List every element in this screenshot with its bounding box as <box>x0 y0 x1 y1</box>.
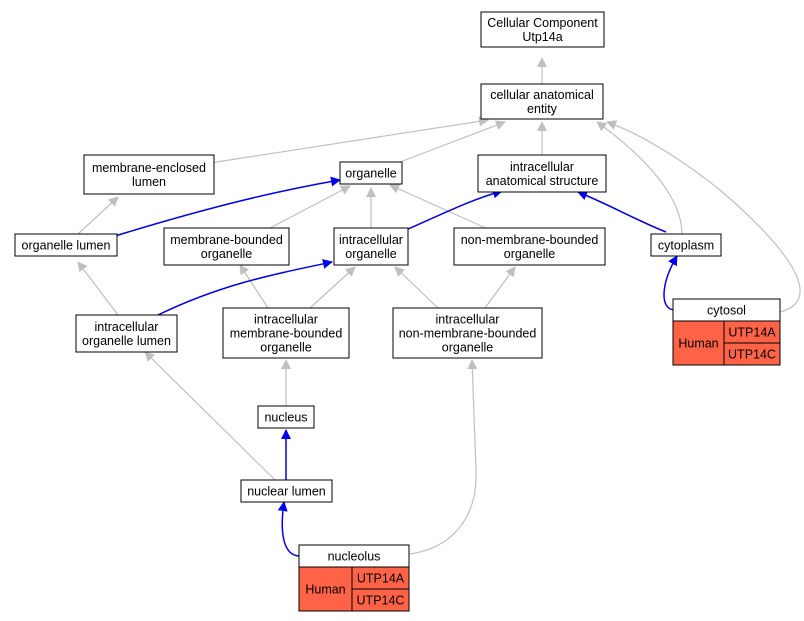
node-mel-label-0: membrane-enclosed <box>92 161 206 175</box>
edge-iol-io <box>157 258 333 316</box>
node-imbo-box <box>222 307 350 359</box>
node-nucleolus[interactable]: nucleolus <box>298 544 410 568</box>
annotation-nucleolus: Human UTP14A UTP14C <box>298 566 410 612</box>
edge-mel-cae <box>209 116 489 164</box>
node-ol-box <box>14 233 118 257</box>
gene-label-utp14c[interactable]: UTP14C <box>728 348 776 362</box>
node-iol-label-1: organelle lumen <box>82 334 171 348</box>
node-org-box <box>339 161 403 185</box>
edge-ol-org <box>114 176 341 237</box>
node-nmbo-label-0: non-membrane-bounded <box>461 233 599 247</box>
node-inmbo-label-0: intracellular <box>436 313 500 327</box>
edge-inmbo-nmbo <box>484 266 516 309</box>
annotation-cytosol: Human UTP14A UTP14C <box>672 320 781 366</box>
species-cell <box>672 320 725 366</box>
edge-nucleolus-inmbo <box>409 359 478 555</box>
node-cae-box <box>480 83 604 120</box>
node-mel-label-1: lumen <box>132 175 166 189</box>
node-inmbo-label-2: organelle <box>442 341 493 355</box>
gene-cell <box>351 588 410 612</box>
gene-label-utp14a[interactable]: UTP14A <box>728 326 776 340</box>
node-cyto-label-0: cytoplasm <box>658 239 714 253</box>
node-nucleus[interactable]: nucleus <box>257 405 315 429</box>
edge-mbo-org <box>269 185 351 229</box>
edge-iol-ol <box>77 261 119 316</box>
species-label: Human <box>678 337 718 351</box>
node-cyto-box <box>650 233 722 257</box>
node-ias-box <box>477 154 607 193</box>
edge-cytosol-cae <box>606 120 801 313</box>
node-org[interactable]: organelle <box>339 161 403 185</box>
node-ol[interactable]: organelle lumen <box>14 233 118 257</box>
node-root-label-0: Cellular Component <box>487 16 598 30</box>
edge-org-cae <box>399 120 506 163</box>
node-nl-box <box>240 479 333 503</box>
gene-label-utp14a[interactable]: UTP14A <box>357 572 405 586</box>
edge-cyto-cae <box>596 121 683 235</box>
node-imbo-label-2: organelle <box>260 341 311 355</box>
node-nmbo-label-1: organelle <box>504 247 555 261</box>
node-root-box <box>480 11 605 48</box>
node-mbo-label-1: organelle <box>201 247 252 261</box>
node-cytosol-label-0: cytosol <box>707 304 746 318</box>
node-cae-label-1: entity <box>527 102 558 116</box>
node-cyto[interactable]: cytoplasm <box>650 233 722 257</box>
node-cae-label-0: cellular anatomical <box>490 88 594 102</box>
node-inmbo-label-1: non-membrane-bounded <box>399 327 537 341</box>
node-iol-box <box>75 314 178 353</box>
node-iol-label-0: intracellular <box>95 320 159 334</box>
node-io-box <box>333 227 409 266</box>
node-ol-label-0: organelle lumen <box>22 239 111 253</box>
gene-label-utp14c[interactable]: UTP14C <box>357 594 405 608</box>
edge-imbo-mbo <box>239 264 269 309</box>
node-nmbo-box <box>453 227 606 266</box>
node-nucleolus-label-0: nucleolus <box>328 550 381 564</box>
node-mbo-box <box>163 227 290 266</box>
node-nl[interactable]: nuclear lumen <box>240 479 333 503</box>
edge-nucleolus-nl <box>277 501 301 557</box>
node-cytosol[interactable]: cytosol <box>672 298 781 322</box>
edge-cyto-ias <box>577 190 667 233</box>
node-nucleus-label-0: nucleus <box>264 411 307 425</box>
node-org-label-0: organelle <box>345 167 396 181</box>
node-inmbo[interactable]: intracellularnon-membrane-boundedorganel… <box>392 307 543 359</box>
gene-cell <box>723 342 781 366</box>
edge-io-ias <box>405 188 503 231</box>
edge-nmbo-org <box>389 184 491 231</box>
species-cell <box>298 566 353 612</box>
edge-nl-iol <box>144 351 276 481</box>
node-mbo-label-0: membrane-bounded <box>170 233 283 247</box>
node-root-label-1: Utp14a <box>522 30 562 44</box>
edge-ol-mel <box>77 196 119 235</box>
node-ias-label-1: anatomical structure <box>486 174 599 188</box>
node-mel-box <box>83 154 215 195</box>
edge-imbo-io <box>309 266 356 309</box>
node-ias-label-0: intracellular <box>510 160 574 174</box>
node-io-label-0: intracellular <box>339 233 403 247</box>
node-imbo-label-1: membrane-bounded <box>230 327 343 341</box>
edge-cytosol-cyto <box>663 255 678 311</box>
node-inmbo-box <box>392 307 543 359</box>
node-nucleus-box <box>257 405 315 429</box>
species-label: Human <box>305 583 345 597</box>
node-imbo-label-0: intracellular <box>254 313 318 327</box>
node-io-label-1: organelle <box>345 247 396 261</box>
node-nl-label-0: nuclear lumen <box>247 485 326 499</box>
edge-inmbo-io <box>394 266 439 309</box>
